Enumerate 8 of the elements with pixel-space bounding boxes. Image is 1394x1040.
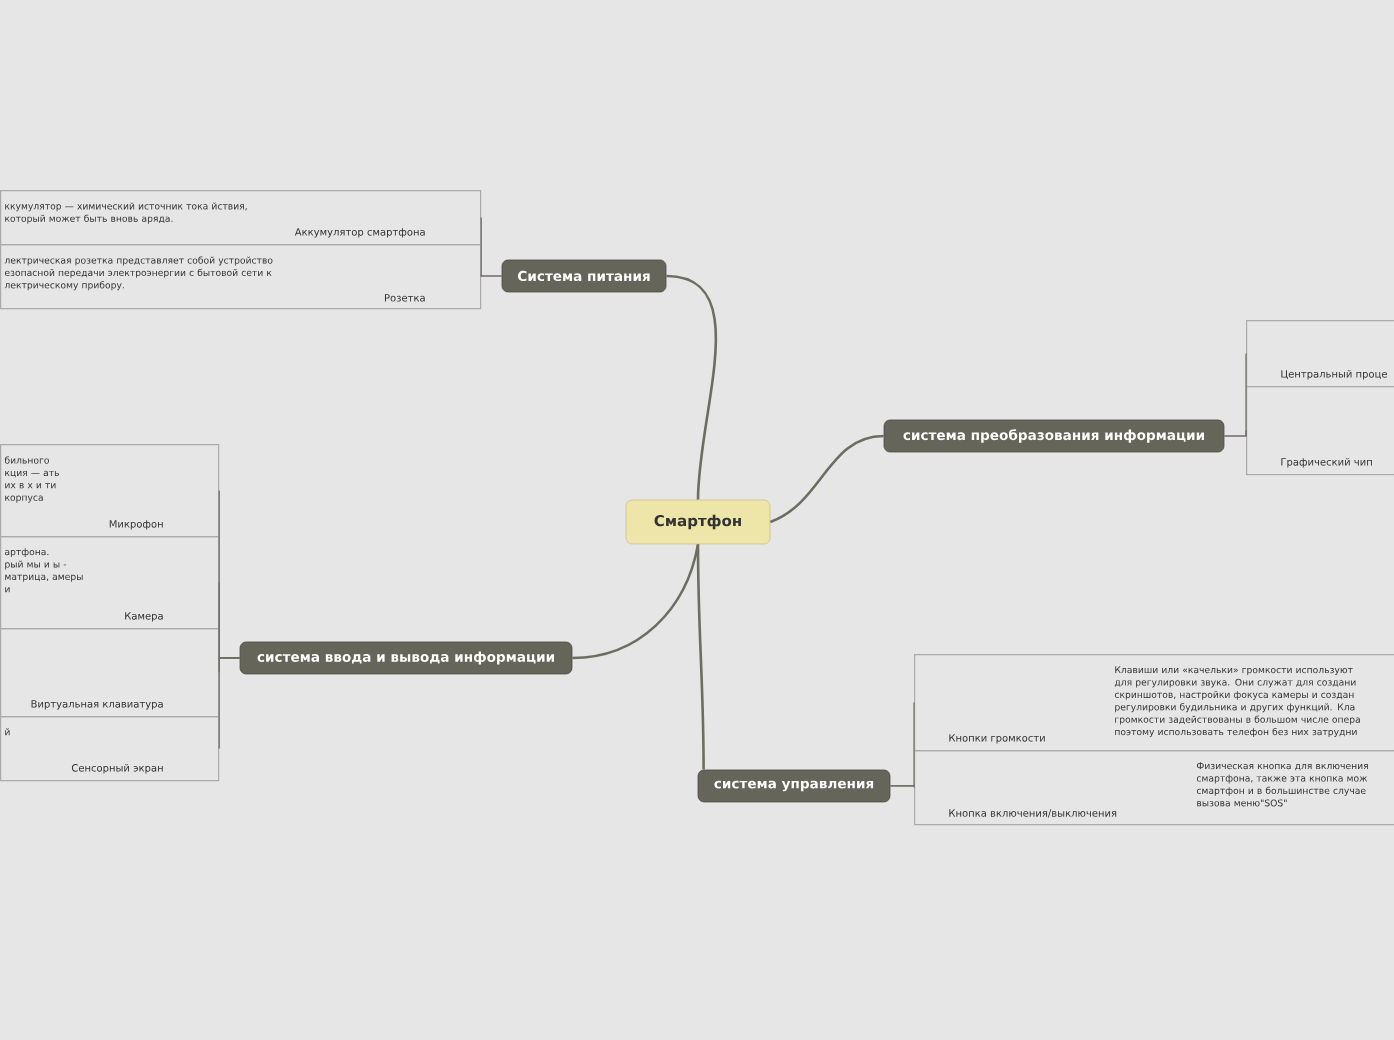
connector-line [572, 544, 700, 660]
connector-line [666, 274, 718, 500]
connector-line [218, 657, 241, 750]
connector-line [889, 785, 915, 789]
connector-line [1223, 430, 1247, 437]
connector-line [480, 275, 503, 278]
connector-line [696, 544, 705, 770]
connector-line [769, 434, 884, 524]
